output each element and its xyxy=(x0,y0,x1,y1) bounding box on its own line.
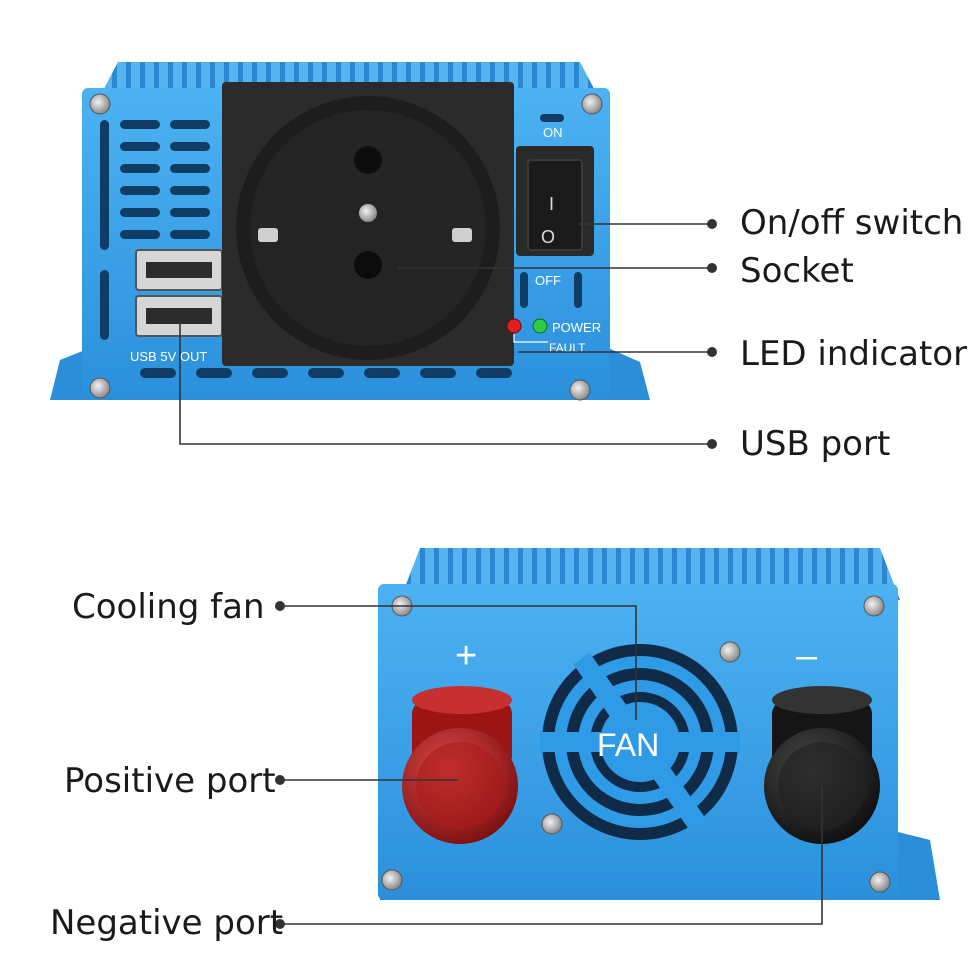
front-callout-lines xyxy=(179,223,712,445)
screw-icon xyxy=(89,377,111,399)
screw-icon xyxy=(719,641,741,663)
socket-ground-clip-left xyxy=(258,228,278,242)
led-power-icon xyxy=(532,318,548,334)
screw-icon xyxy=(89,93,111,115)
front-left-vents xyxy=(100,120,210,340)
switch-on-label: ON xyxy=(543,125,563,140)
front-screws xyxy=(89,93,603,401)
led-power-label: POWER xyxy=(552,320,601,335)
callout-led-indicator: LED indicator xyxy=(740,334,968,374)
positive-terminal[interactable] xyxy=(402,686,518,844)
rear-panel: + – FAN xyxy=(378,548,940,900)
screw-icon xyxy=(869,871,891,893)
rear-callout-lines xyxy=(280,605,823,925)
screw-icon xyxy=(569,379,591,401)
front-panel: USB 5V OUT ON I O OFF POWER FAULT xyxy=(50,62,650,401)
screw-icon xyxy=(541,813,563,835)
callout-usb-port: USB port xyxy=(740,424,891,464)
callout-negative-port: Negative port xyxy=(50,903,284,943)
screw-icon xyxy=(863,595,885,617)
usb-port-lower-slot xyxy=(146,308,212,324)
usb-port-upper-slot xyxy=(146,262,212,278)
front-bottom-vents xyxy=(140,368,512,378)
rear-callout-dots xyxy=(275,601,285,929)
usb-ports xyxy=(135,249,223,337)
callout-cooling-fan: Cooling fan xyxy=(72,587,265,627)
positive-symbol: + xyxy=(455,635,477,677)
front-callout-dots xyxy=(707,219,717,449)
socket-hole-top xyxy=(354,146,382,174)
callout-on-off-switch: On/off switch xyxy=(740,203,964,243)
fan-label: FAN xyxy=(597,727,659,763)
screw-icon xyxy=(581,93,603,115)
callout-positive-port: Positive port xyxy=(64,761,276,801)
negative-symbol: – xyxy=(796,635,818,677)
led-fault-icon xyxy=(506,318,522,334)
callout-socket: Socket xyxy=(740,251,854,291)
fan-grille xyxy=(540,644,740,840)
rear-right-foot xyxy=(890,830,940,900)
socket-screw-icon xyxy=(359,204,377,222)
usb-label: USB 5V OUT xyxy=(130,349,207,364)
switch-on-glyph: I xyxy=(549,194,554,214)
socket-ground-clip-right xyxy=(452,228,472,242)
led-fault-label: FAULT xyxy=(549,341,586,355)
socket-hole-bottom xyxy=(354,251,382,279)
switch-off-label: OFF xyxy=(535,273,561,288)
switch-off-glyph: O xyxy=(541,227,555,247)
power-switch[interactable] xyxy=(527,159,583,251)
screw-icon xyxy=(381,869,403,891)
